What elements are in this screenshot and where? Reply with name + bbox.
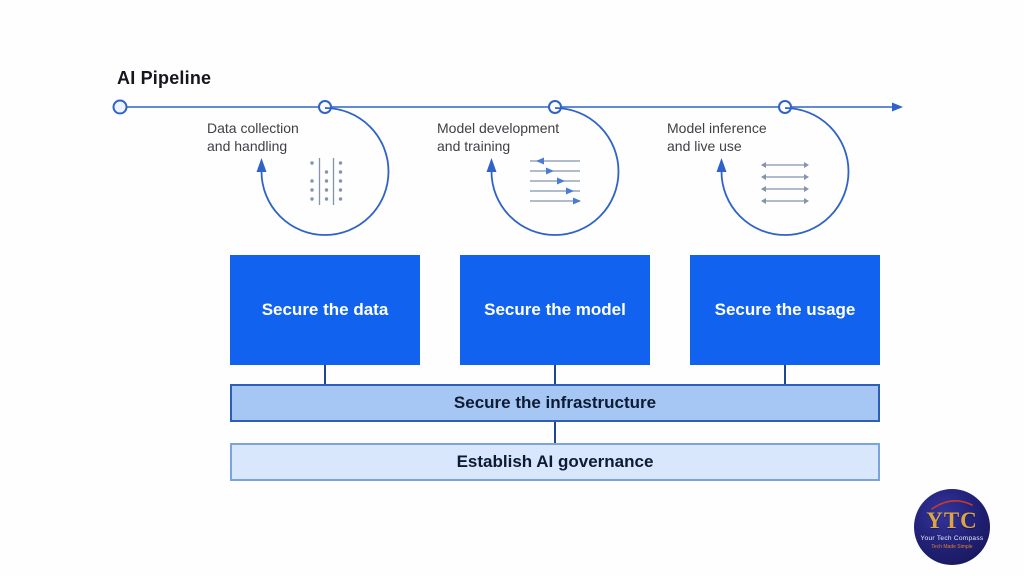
- logo-initials: YTC: [926, 507, 978, 533]
- timeline-start-node-icon: [112, 99, 128, 115]
- stage-label-data-collection: Data collection and handling: [207, 119, 387, 155]
- loop-arrow-1-icon: [256, 107, 390, 236]
- stage-label-line: and handling: [207, 138, 288, 154]
- logo-name: Your Tech Compass: [920, 534, 984, 542]
- inference-arrows-icon: [761, 162, 809, 204]
- secure-usage-box: Secure the usage: [690, 255, 880, 365]
- page-title: AI Pipeline: [117, 68, 212, 88]
- timeline-node-3-icon: [778, 100, 792, 114]
- secure-data-box: Secure the data: [230, 255, 420, 365]
- stage-label-model-inference: Model inference and live use: [667, 119, 847, 155]
- timeline-node-1-icon: [318, 100, 332, 114]
- establish-governance-bar: Establish AI governance: [230, 443, 880, 481]
- logo-swoosh-icon: [931, 500, 973, 510]
- ytc-logo: YTC Your Tech Compass Tech Made Simple: [914, 489, 990, 565]
- stage-label-line: and training: [437, 138, 511, 154]
- stage-label-line: and live use: [667, 138, 742, 154]
- secure-model-box: Secure the model: [460, 255, 650, 365]
- loop-arrow-2-icon: [486, 107, 620, 236]
- stage-label-model-development: Model development and training: [437, 119, 617, 155]
- data-grid-icon: [310, 158, 343, 205]
- timeline-arrowhead-icon: [892, 102, 903, 112]
- stage-label-line: Model inference: [667, 120, 767, 136]
- logo-tagline: Tech Made Simple: [931, 543, 973, 550]
- timeline-node-2-icon: [548, 100, 562, 114]
- secure-infrastructure-bar: Secure the infrastructure: [230, 384, 880, 422]
- loop-arrow-3-icon: [716, 107, 850, 236]
- connector-lines: [324, 365, 786, 443]
- training-sliders-icon: [530, 157, 581, 205]
- stage-label-line: Data collection: [207, 120, 299, 136]
- stage-label-line: Model development: [437, 120, 560, 136]
